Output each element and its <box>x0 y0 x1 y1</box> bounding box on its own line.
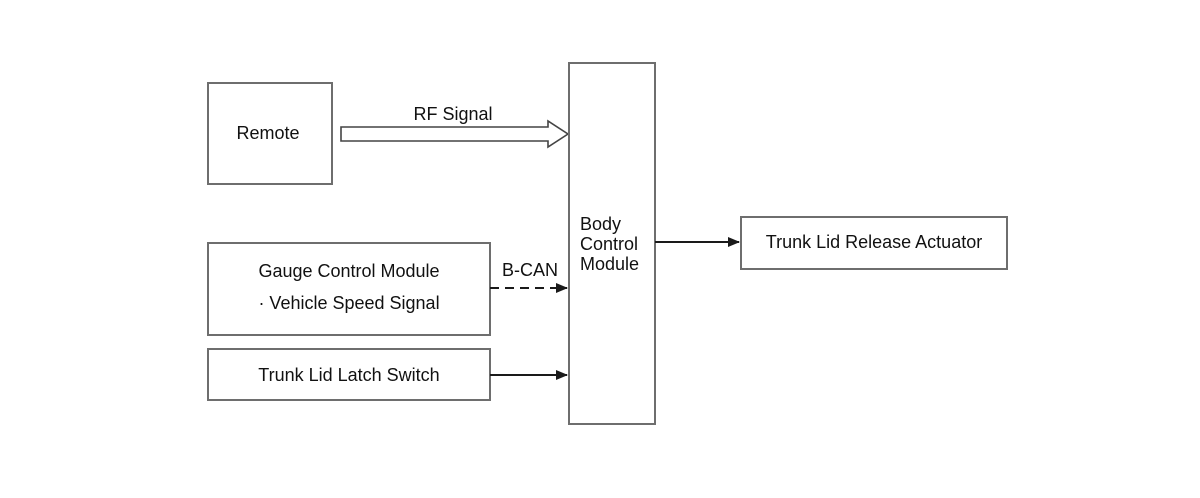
trunk-lid-latch-switch-node: Trunk Lid Latch Switch <box>207 348 491 401</box>
bcm-label-line-1: Body <box>580 214 621 234</box>
rf-signal-arrow: RF Signal <box>340 104 570 149</box>
gauge-control-module-label: Gauge Control Module <box>258 261 439 281</box>
bcm-label-line-2: Control <box>580 234 638 254</box>
trunk-lid-release-actuator-node: Trunk Lid Release Actuator <box>740 216 1008 270</box>
body-control-module-node: Body Control Module <box>568 62 656 425</box>
gauge-control-module-node: Gauge Control Module · Vehicle Speed Sig… <box>207 242 491 336</box>
trunk-lid-latch-switch-label: Trunk Lid Latch Switch <box>258 365 439 385</box>
vehicle-speed-signal-label: · Vehicle Speed Signal <box>258 293 439 313</box>
b-can-arrow: B-CAN <box>490 260 568 293</box>
remote-label: Remote <box>236 123 299 143</box>
bcm-label-line-3: Module <box>580 254 639 274</box>
remote-node: Remote <box>207 82 333 185</box>
rf-signal-label: RF Signal <box>413 104 492 124</box>
b-can-label: B-CAN <box>502 260 558 280</box>
trunk-lid-release-actuator-label: Trunk Lid Release Actuator <box>766 232 982 252</box>
